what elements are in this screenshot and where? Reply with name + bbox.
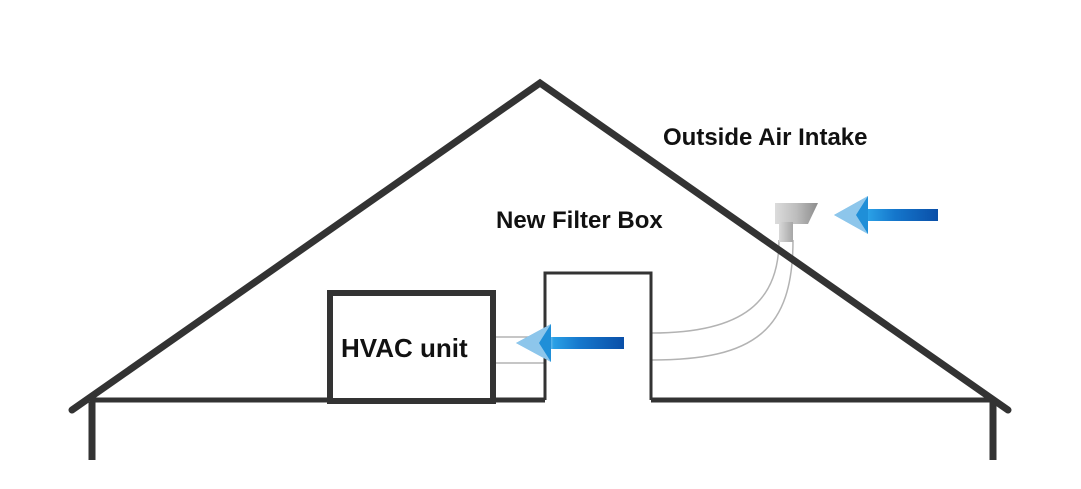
intake-hood — [775, 203, 818, 242]
intake-hood-cap — [775, 203, 818, 224]
hvac-unit-label: HVAC unit — [341, 333, 468, 363]
outside-air-intake-label: Outside Air Intake — [663, 124, 868, 151]
exterior-walls — [88, 402, 997, 460]
roof — [68, 78, 1012, 414]
supply-arrow-icon — [516, 324, 624, 362]
intake-hood-pipe — [779, 222, 793, 242]
filter-box — [543, 271, 653, 400]
new-filter-box-label: New Filter Box — [496, 207, 663, 234]
intake-duct-upper-wall — [651, 239, 780, 334]
hvac-unit-box — [327, 290, 496, 404]
intake-duct-lower-wall — [651, 239, 794, 361]
intake-arrow-icon — [834, 196, 938, 234]
intake-duct — [651, 239, 794, 361]
